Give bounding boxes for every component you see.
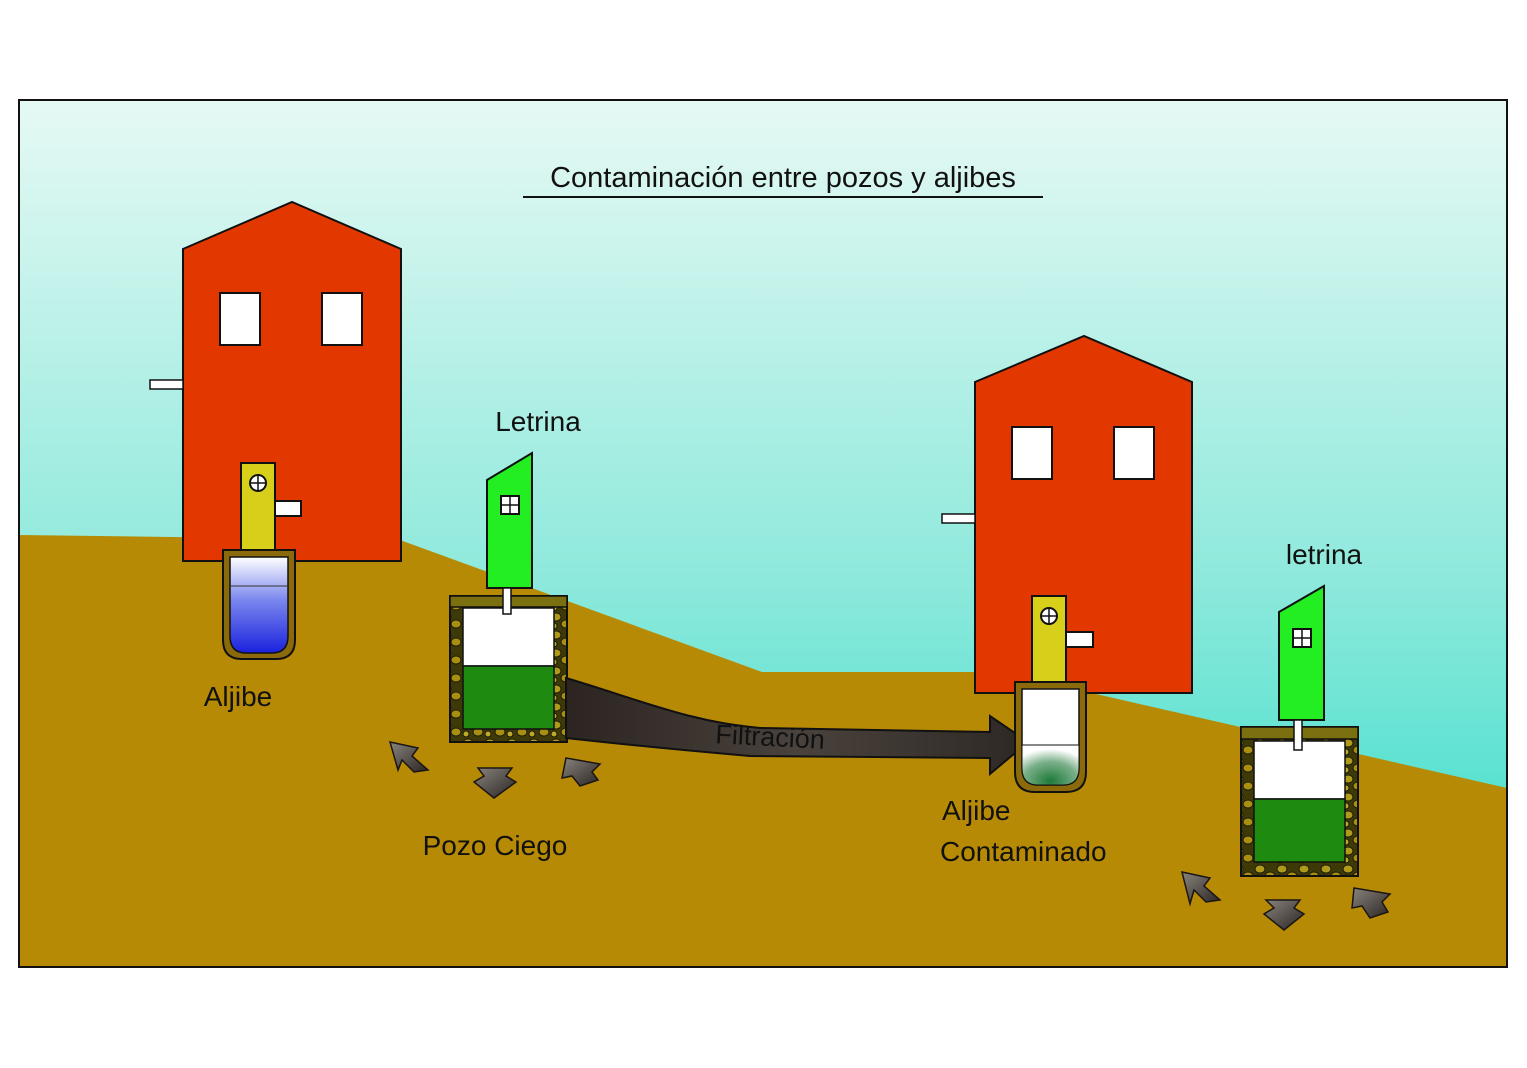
latrine-right [1278,584,1325,721]
label-pozo-ciego: Pozo Ciego [423,830,568,861]
label-filtracion: Filtración [715,719,826,755]
label-aljibe-contaminado-1: Aljibe [942,795,1010,826]
well-pump-right [1031,595,1094,689]
pozo-ciego-left [449,587,568,743]
well-pump-left [240,462,302,556]
label-aljibe-contaminado-2: Contaminado [940,836,1107,867]
seepage-arrows-right [1180,871,1392,931]
latrine-left [486,451,533,589]
label-letrina-right: letrina [1286,539,1363,570]
diagram-frame [18,99,1508,968]
house-left [149,200,402,562]
house-right [941,334,1193,694]
pozo-ciego-right [1240,719,1359,877]
seepage-arrows-left [388,741,602,799]
aljibe-contaminated [1014,681,1087,793]
diagram-title: Contaminación entre pozos y aljibes [550,162,1016,194]
aljibe-clean [222,549,296,660]
label-letrina-left: Letrina [495,406,581,437]
label-aljibe: Aljibe [204,681,272,712]
